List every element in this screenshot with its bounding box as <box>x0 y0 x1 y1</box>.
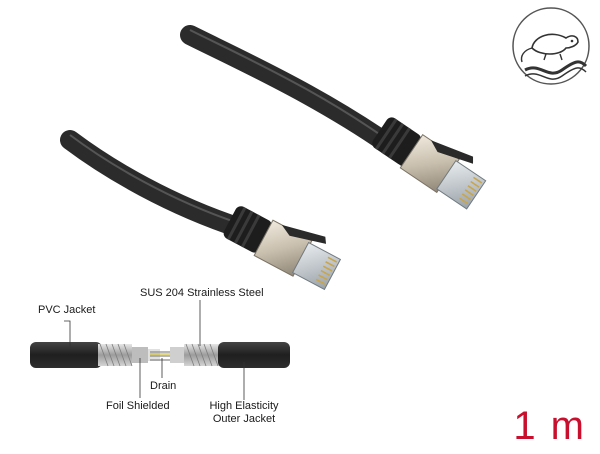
cable-lower <box>60 130 250 238</box>
rodent-proof-cable-icon <box>512 7 590 85</box>
rj45-plug-upper <box>372 117 487 210</box>
label-drain: Drain <box>150 380 177 392</box>
label-outer-jacket-line1: High Elasticity <box>209 400 279 412</box>
label-outer-jacket-line2: Outer Jacket <box>212 413 276 425</box>
cable-length-label: 1 m <box>513 404 586 448</box>
cable-cross-section <box>30 342 290 368</box>
label-sus-steel: SUS 204 Strainless Steel <box>140 287 264 299</box>
label-foil-shielded: Foil Shielded <box>106 400 170 412</box>
callout-lines <box>64 300 245 400</box>
label-pvc-jacket: PVC Jacket <box>38 304 96 316</box>
rj45-plug-lower <box>223 206 342 291</box>
label-outer-jacket: High Elasticity Outer Jacket <box>204 400 284 426</box>
